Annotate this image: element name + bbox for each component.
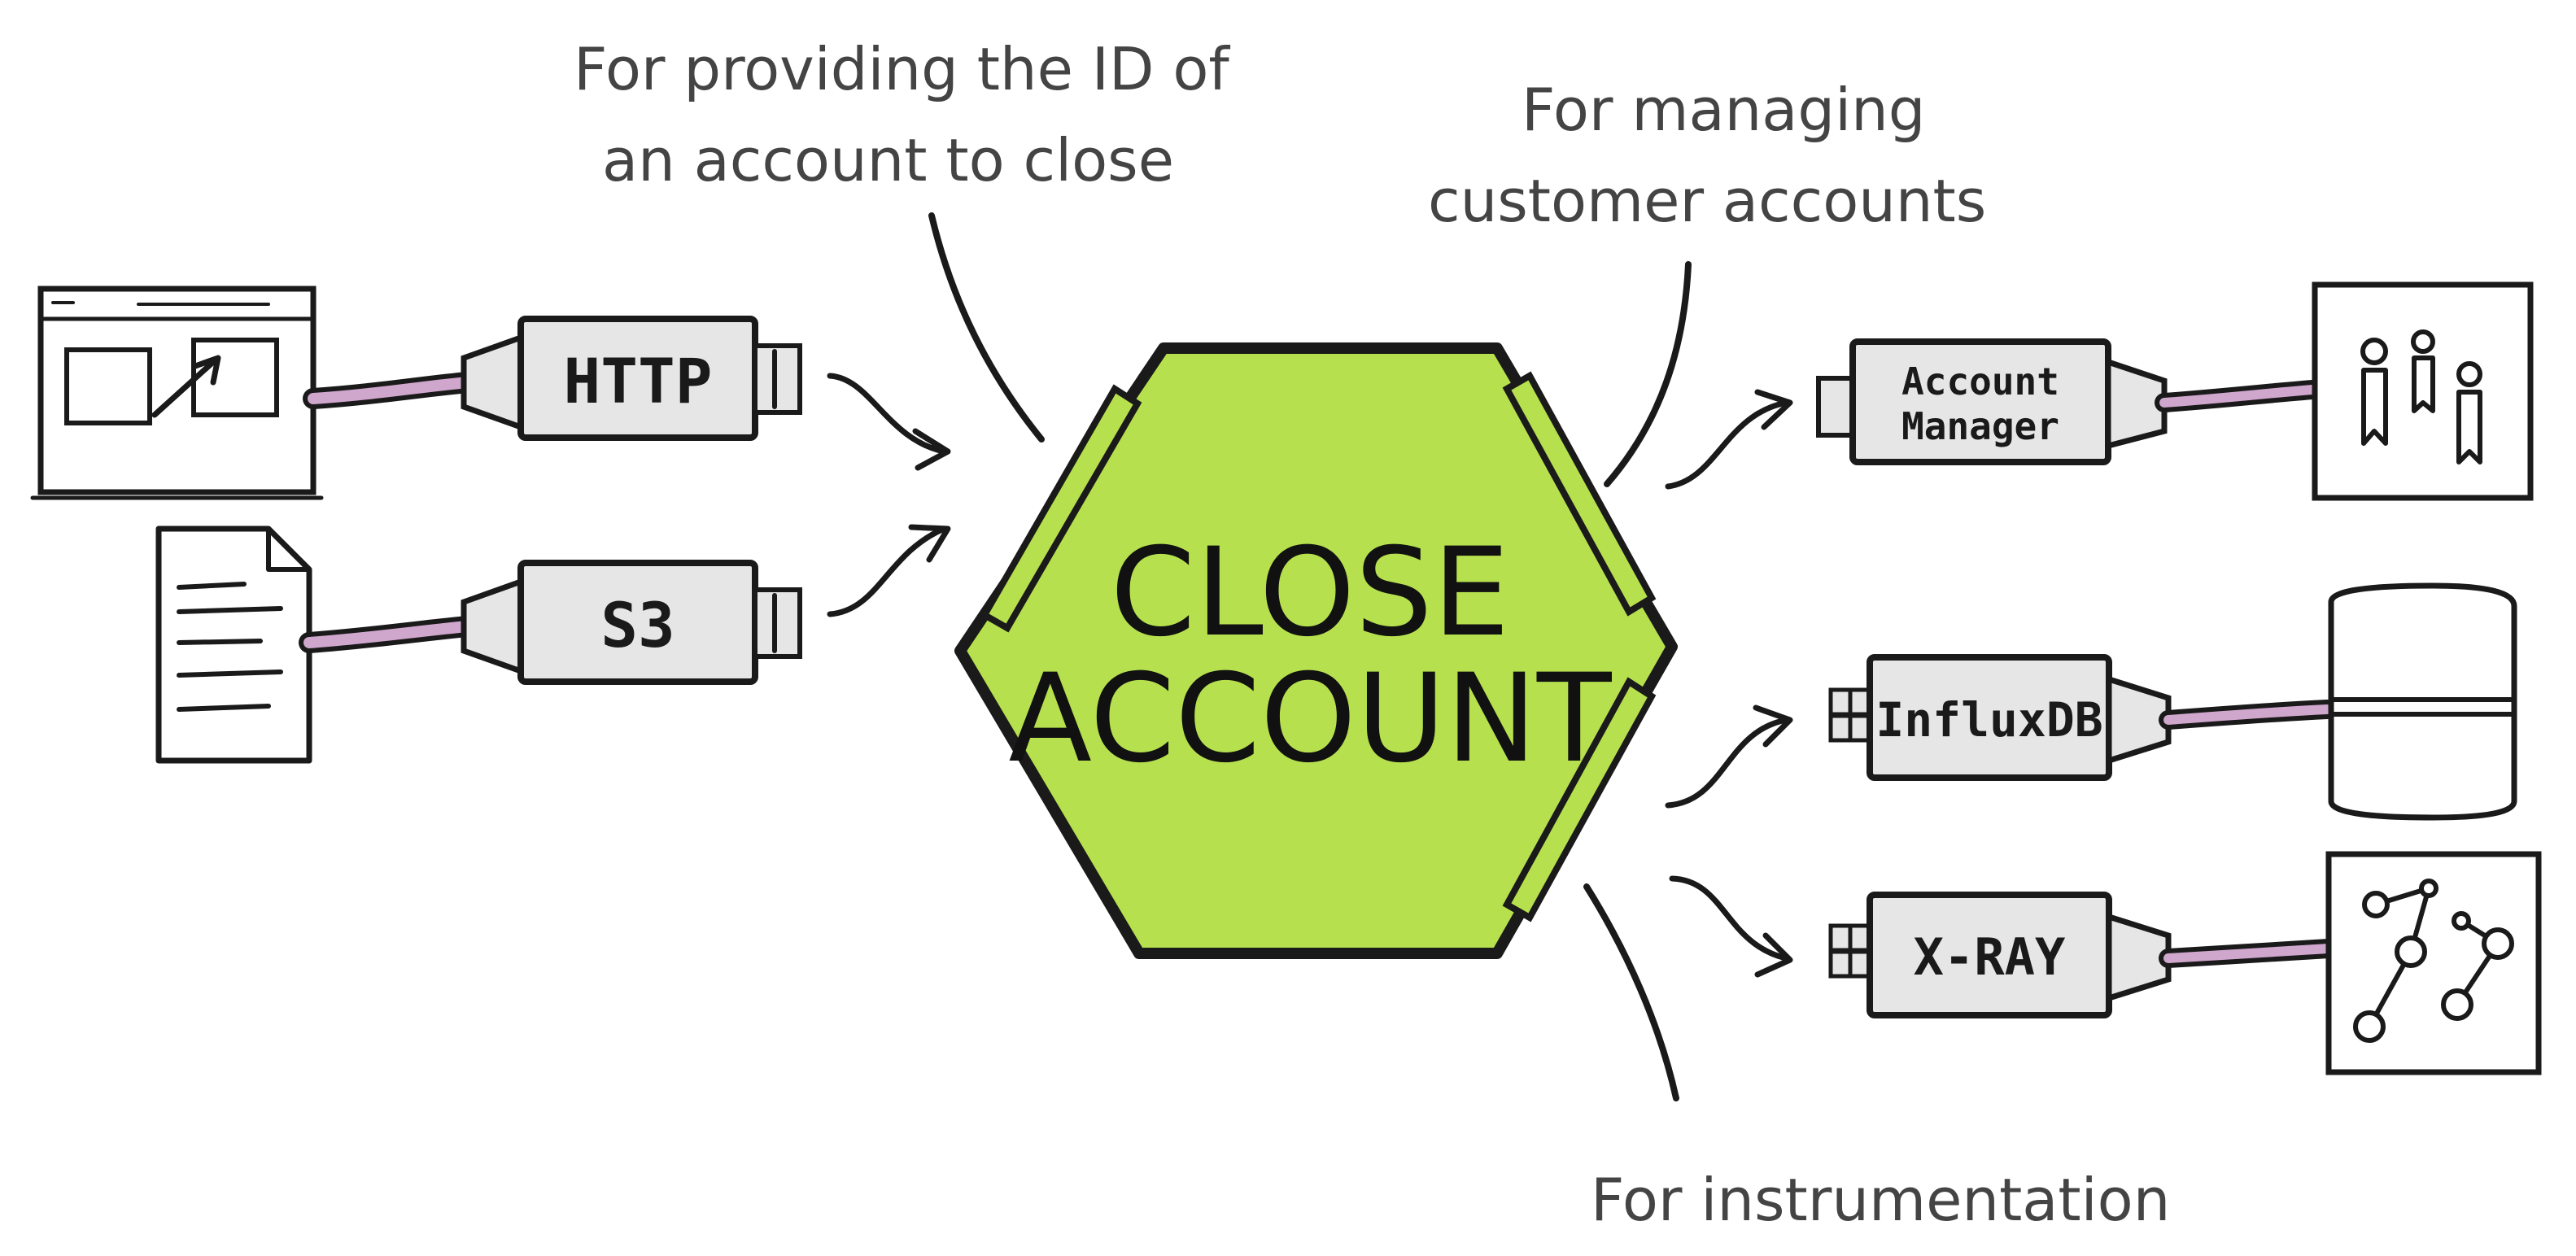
trace-graph-icon xyxy=(2325,851,2542,1075)
core-port-top-right xyxy=(1502,371,1657,617)
xray-label: X-RAY xyxy=(1914,927,2066,987)
close-account-core: CLOSE ACCOUNT xyxy=(954,342,1678,959)
input-note-line1: For providing the ID of xyxy=(574,35,1230,103)
account-manager-arrow xyxy=(1665,389,1793,490)
http-arrow xyxy=(827,373,951,471)
manage-note-line1: For managing xyxy=(1522,76,1925,144)
http-label: HTTP xyxy=(563,345,712,417)
account-manager-adapter: Account Manager xyxy=(1816,338,2168,465)
http-adapter: HTTP xyxy=(461,316,802,441)
core-title-line2: ACCOUNT xyxy=(1008,648,1613,790)
manage-annotation: For managing customer accounts xyxy=(1428,76,1986,487)
manage-note-pointer xyxy=(1604,261,1692,487)
instrumentation-annotation: For instrumentation xyxy=(1583,883,2170,1234)
input-annotation: For providing the ID of an account to cl… xyxy=(574,35,1230,443)
core-hexagon xyxy=(954,342,1678,959)
core-title-line1: CLOSE xyxy=(1110,522,1509,664)
account-manager-label-line1: Account xyxy=(1901,360,2059,403)
account-manager-port: Account Manager xyxy=(1665,281,2534,501)
s3-label: S3 xyxy=(600,589,675,661)
browser-window-icon xyxy=(30,286,324,500)
core-port-left xyxy=(980,384,1142,633)
input-note-pointer xyxy=(928,212,1045,443)
s3-adapter: S3 xyxy=(461,560,802,685)
instrumentation-note-pointer xyxy=(1583,883,1679,1101)
xray-arrow xyxy=(1669,875,1793,978)
manage-note-line2: customer accounts xyxy=(1428,167,1986,235)
input-note-line2: an account to close xyxy=(602,126,1174,194)
s3-arrow xyxy=(827,524,951,617)
account-manager-label-line2: Manager xyxy=(1901,404,2059,448)
file-client: S3 xyxy=(155,524,951,764)
influxdb-port: InfluxDB xyxy=(1665,582,2517,821)
users-icon xyxy=(2312,281,2534,501)
document-icon xyxy=(155,526,312,764)
xray-adapter: X-RAY xyxy=(1828,892,2172,1018)
influxdb-arrow xyxy=(1665,704,1793,809)
database-icon xyxy=(2328,582,2517,821)
browser-client: HTTP xyxy=(30,286,951,500)
core-port-bottom-right xyxy=(1502,677,1657,922)
influxdb-adapter: InfluxDB xyxy=(1828,654,2172,781)
xray-port: X-RAY xyxy=(1669,851,2542,1075)
instrumentation-note: For instrumentation xyxy=(1591,1166,2170,1234)
influxdb-label: InfluxDB xyxy=(1875,692,2102,748)
